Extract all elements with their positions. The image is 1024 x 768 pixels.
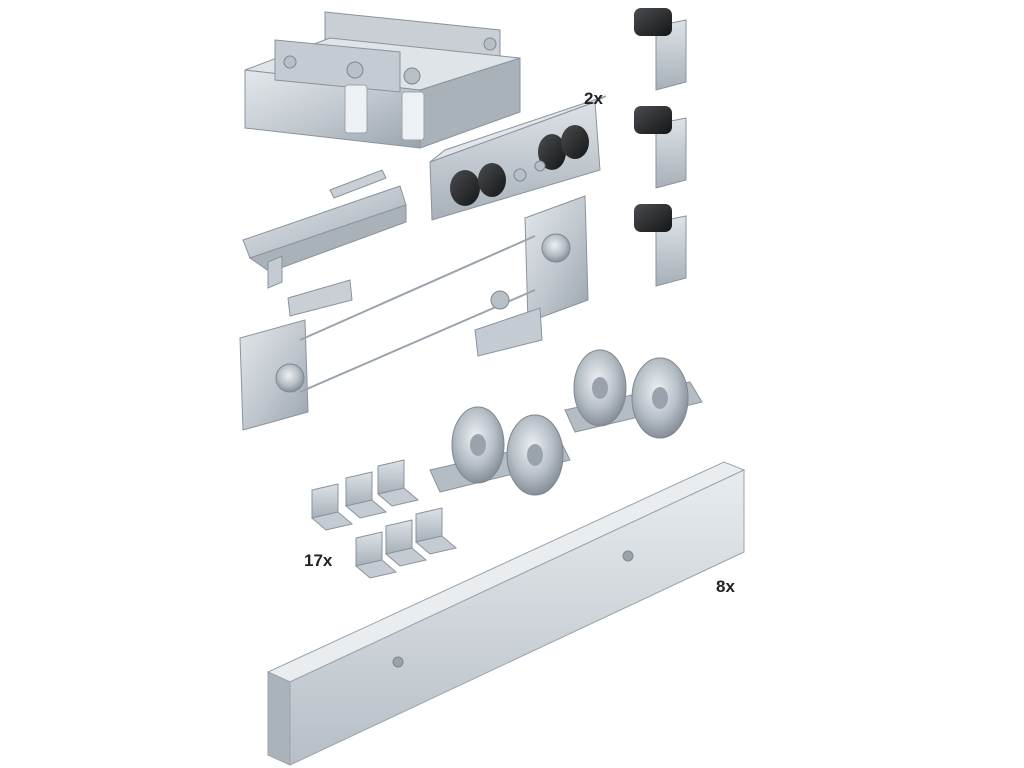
top-carriage-plate [244,11,521,149]
carriage-quantity-label: 2x [584,89,603,108]
guide-rail [266,461,746,766]
guide-roller-carriage [429,95,607,221]
grooved-wheel-carriage-1 [429,406,571,496]
rail-quantity-label: 8x [716,577,735,596]
brackets-quantity-label: 17x [304,551,333,570]
angle-bracket [354,531,398,579]
end-stop-2 [634,106,687,189]
end-stop-1 [634,8,687,91]
angle-bracket [344,471,388,519]
end-stop-3 [634,204,687,287]
rubber-roller [450,125,589,206]
angle-bracket [376,459,420,507]
angle-bracket [384,519,428,567]
grooved-wheel-carriage-2 [564,349,703,439]
angle-bracket [310,483,354,531]
cable-drive-system [239,195,589,431]
angle-bracket [414,507,458,555]
latch-bracket [242,169,407,289]
angle-brackets [310,459,458,579]
